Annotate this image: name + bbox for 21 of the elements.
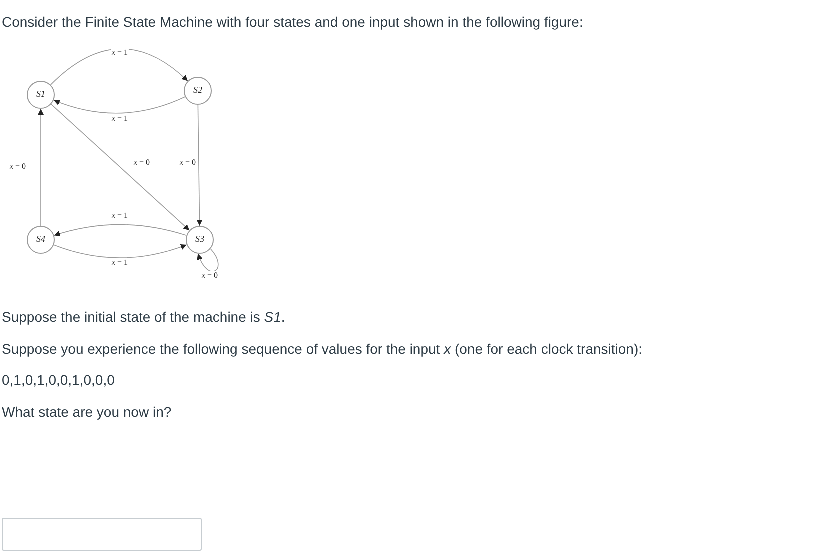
question-text: Consider the Finite State Machine with four states and one input shown in the following figure: — [2, 13, 584, 32]
question-text: Suppose you experience the following sequence of values for the input x (one for each clock transition): — [2, 340, 642, 359]
question-text: What state are you now in? — [2, 403, 172, 422]
edge-label: x = 0 — [8, 162, 28, 172]
arrow — [54, 96, 186, 114]
arrow — [54, 244, 188, 258]
question-text: 0,1,0,1,0,0,1,0,0,0 — [2, 371, 115, 390]
arrow — [50, 48, 188, 86]
edge-label: x = 0 — [132, 158, 152, 168]
arrow — [38, 108, 44, 226]
edge-label: x = 1 — [110, 114, 130, 124]
edge-label: x = 0 — [178, 158, 198, 168]
edge-label: x = 1 — [110, 48, 130, 58]
edge-label: x = 1 — [110, 258, 130, 268]
edge-label: x = 1 — [110, 211, 130, 221]
question-text: Suppose the initial state of the machine is S1. — [2, 308, 286, 327]
edge-label: x = 0 — [200, 271, 220, 281]
arrow — [50, 104, 190, 231]
arrow — [196, 104, 203, 226]
arrow — [198, 248, 219, 272]
arrow — [54, 224, 188, 237]
